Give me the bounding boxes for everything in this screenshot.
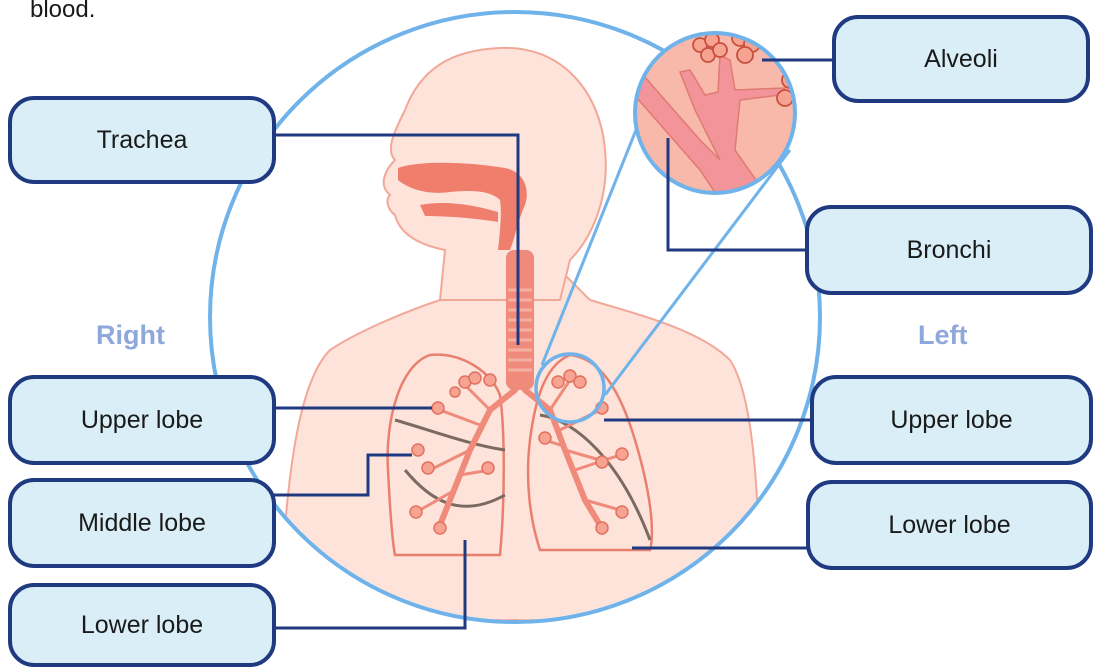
bronchi-label: Bronchi xyxy=(805,205,1093,295)
right-side-heading: Right xyxy=(96,320,165,351)
left-side-heading: Left xyxy=(918,320,968,351)
right-upper-lobe-label: Upper lobe xyxy=(8,375,276,465)
left-lower-lobe-label: Lower lobe xyxy=(806,480,1093,570)
right-middle-lobe-label: Middle lobe xyxy=(8,478,276,568)
trachea-label: Trachea xyxy=(8,96,276,184)
caption-text: blood. xyxy=(30,0,95,24)
left-upper-lobe-label: Upper lobe xyxy=(810,375,1093,465)
right-lower-lobe-label: Lower lobe xyxy=(8,583,276,667)
alveoli-label: Alveoli xyxy=(832,15,1090,103)
